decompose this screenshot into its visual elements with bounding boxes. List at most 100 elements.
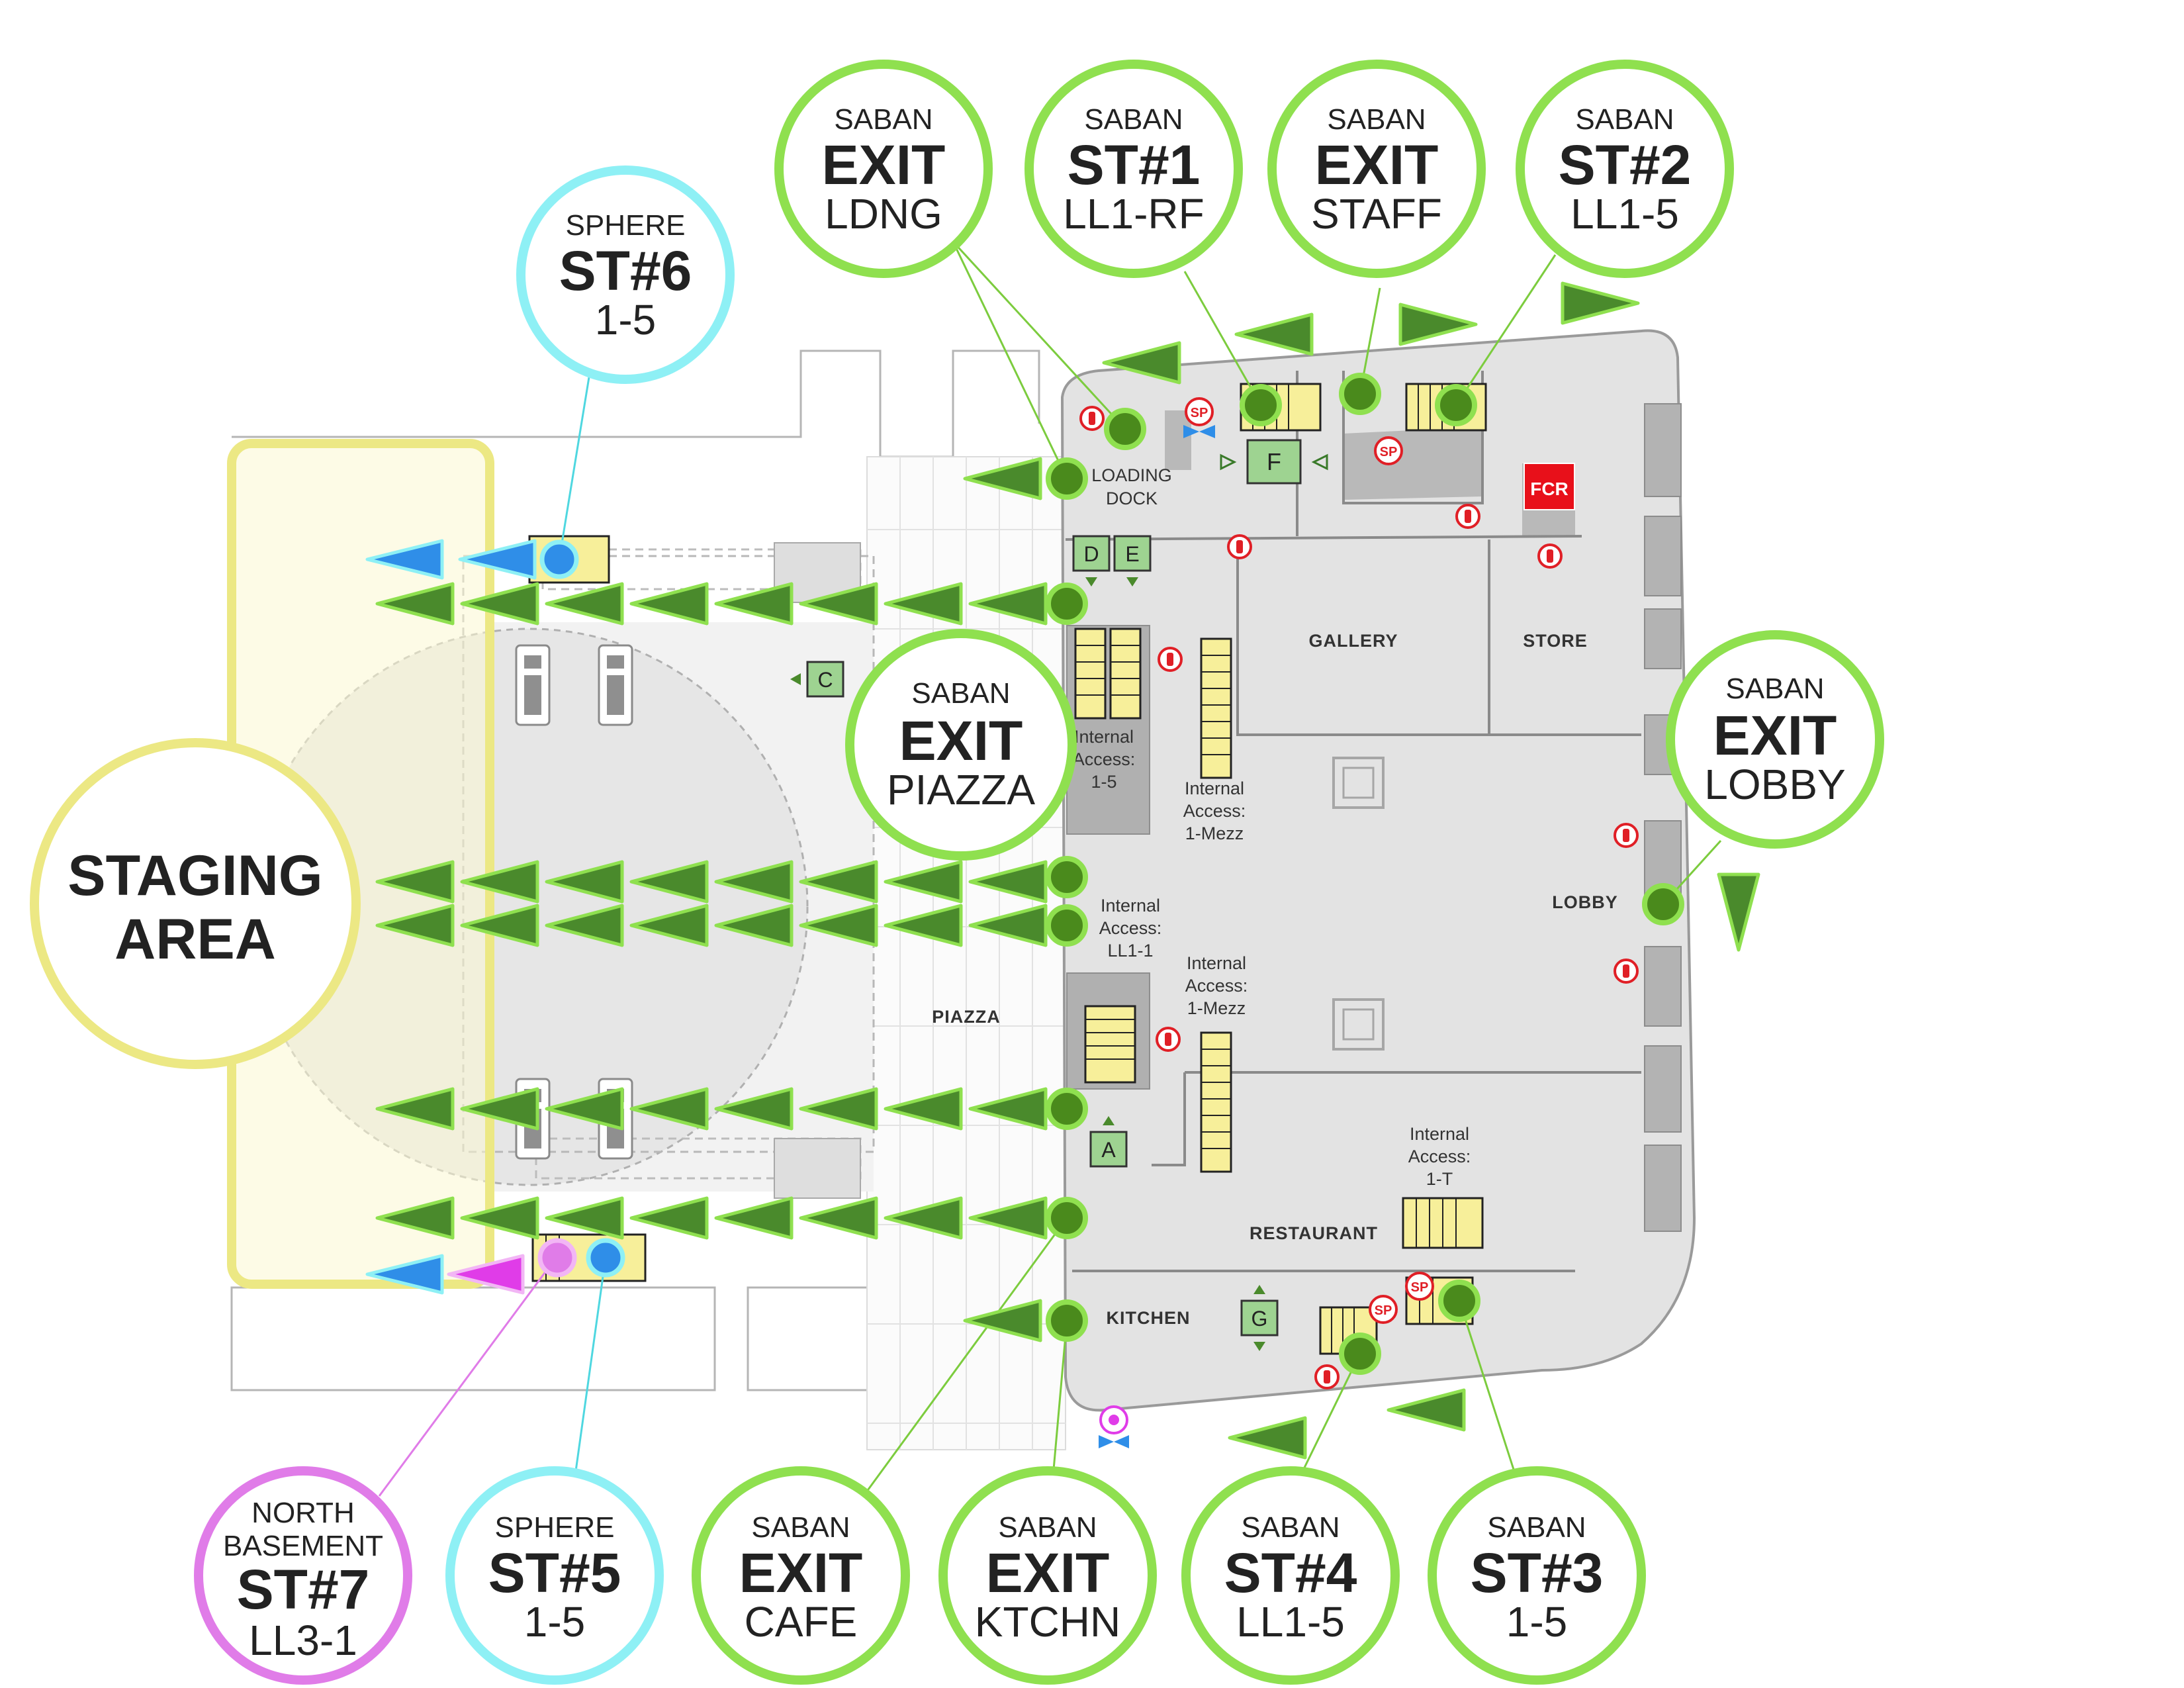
callout-saban-st2: SABAN ST#2 LL1-5	[1516, 60, 1734, 278]
exit-dot	[1642, 883, 1684, 925]
callout-saban-exit-lobby: SABAN EXIT LOBBY	[1666, 630, 1884, 849]
exit-points	[537, 373, 1684, 1375]
svg-text:SABAN: SABAN	[751, 1511, 850, 1544]
fire-extinguisher-icon	[1156, 1027, 1181, 1052]
evacuation-arrows	[365, 281, 1760, 1460]
svg-text:ST#7: ST#7	[237, 1558, 370, 1620]
svg-text:SP: SP	[1380, 445, 1398, 459]
fire-control-room: FCR	[1524, 463, 1575, 510]
elevator-markers: F D E C A G	[790, 439, 1328, 1351]
exit-dot	[1435, 384, 1477, 426]
svg-text:ST#6: ST#6	[559, 240, 692, 302]
callout-sphere-st5: SPHERE ST#5 1-5	[445, 1466, 664, 1685]
room-kitchen: KITCHEN	[1107, 1308, 1191, 1328]
marker-f: F	[1220, 439, 1328, 485]
svg-text:A: A	[1101, 1138, 1116, 1162]
room-gallery: GALLERY	[1309, 631, 1398, 651]
svg-text:SABAN: SABAN	[1327, 103, 1426, 136]
ia-mezz-top-l1: Internal	[1185, 778, 1244, 798]
svg-text:EXIT: EXIT	[986, 1542, 1110, 1604]
ia-ll1-1-l2: Access:	[1099, 918, 1162, 938]
ia-mezz-mid-l1: Internal	[1187, 953, 1246, 973]
svg-text:NORTH: NORTH	[251, 1497, 355, 1529]
svg-text:SABAN: SABAN	[998, 1511, 1097, 1544]
ia-1-5-l1: Internal	[1074, 727, 1134, 747]
room-store: STORE	[1523, 631, 1588, 651]
ia-mezz-mid-l3: 1-Mezz	[1187, 998, 1246, 1018]
exit-dot	[1339, 373, 1381, 415]
svg-text:LL1-5: LL1-5	[1236, 1598, 1345, 1646]
svg-text:G: G	[1251, 1307, 1268, 1331]
svg-text:LL1-RF: LL1-RF	[1063, 190, 1204, 238]
standpipe-icon: SP	[1369, 1295, 1398, 1324]
fire-extinguisher-icon	[1158, 647, 1183, 672]
internal-access-labels: Internal Access: 1-5 Internal Access: 1-…	[1073, 727, 1471, 1189]
svg-text:SP: SP	[1191, 406, 1208, 420]
svg-text:CAFE: CAFE	[745, 1598, 858, 1646]
leader-lines	[378, 240, 1722, 1500]
svg-text:F: F	[1267, 448, 1281, 475]
room-piazza: PIAZZA	[932, 1007, 1001, 1027]
callout-sphere-st6: SPHERE ST#6 1-5	[516, 165, 735, 384]
exit-dot	[1339, 1333, 1381, 1375]
svg-text:1-5: 1-5	[595, 296, 657, 344]
exit-dot	[1046, 457, 1088, 500]
callout-saban-exit-ktchn: SABAN EXIT KTCHN	[938, 1466, 1157, 1685]
svg-text:SABAN: SABAN	[834, 103, 933, 136]
exit-dot	[1046, 904, 1088, 947]
svg-text:EXIT: EXIT	[1315, 134, 1439, 196]
fire-extinguisher-icon	[1079, 406, 1105, 431]
svg-text:EXIT: EXIT	[899, 710, 1023, 772]
ia-1-t-l2: Access:	[1408, 1147, 1471, 1166]
ia-1-5-l2: Access:	[1073, 749, 1136, 769]
exit-dot	[1046, 583, 1088, 625]
staging-area-callout: STAGING AREA	[30, 738, 361, 1069]
svg-text:1-5: 1-5	[524, 1598, 586, 1646]
callout-north-basement-st7: NORTH BASEMENT ST#7 LL3-1	[194, 1466, 412, 1685]
marker-e: E	[1113, 535, 1152, 586]
ia-1-t-l3: 1-T	[1426, 1169, 1453, 1189]
staging-line2: AREA	[114, 908, 276, 971]
svg-text:LL1-5: LL1-5	[1570, 190, 1679, 238]
fire-extinguisher-icons	[1079, 406, 1639, 1389]
svg-text:LL3-1: LL3-1	[249, 1617, 357, 1664]
fire-extinguisher-icon	[1227, 534, 1252, 559]
svg-text:C: C	[817, 668, 833, 692]
svg-text:LDNG: LDNG	[825, 190, 942, 238]
svg-text:LOBBY: LOBBY	[1704, 761, 1845, 808]
ia-mezz-top-l3: 1-Mezz	[1185, 823, 1244, 843]
piazza-paving	[866, 456, 1066, 1450]
svg-text:SABAN: SABAN	[1487, 1511, 1586, 1544]
room-labels: LOADING DOCK GALLERY STORE LOBBY PIAZZA …	[932, 465, 1617, 1328]
fire-extinguisher-icon	[1455, 504, 1480, 529]
callout-saban-exit-cafe: SABAN EXIT CAFE	[692, 1466, 910, 1685]
staging-line1: STAGING	[68, 844, 322, 908]
exit-dot	[1104, 408, 1146, 450]
callout-saban-st3: SABAN ST#3 1-5	[1428, 1466, 1646, 1685]
svg-text:D: D	[1083, 542, 1099, 566]
svg-text:PIAZZA: PIAZZA	[887, 766, 1035, 814]
svg-text:ST#5: ST#5	[488, 1542, 621, 1604]
callout-saban-exit-staff: SABAN EXIT STAFF	[1267, 60, 1486, 278]
callout-saban-st4: SABAN ST#4 LL1-5	[1181, 1466, 1400, 1685]
fcr-label: FCR	[1530, 479, 1569, 499]
svg-text:SP: SP	[1375, 1303, 1392, 1318]
svg-text:SABAN: SABAN	[1241, 1511, 1340, 1544]
ia-mezz-top-l2: Access:	[1183, 801, 1246, 821]
svg-text:ST#2: ST#2	[1559, 134, 1692, 196]
marker-c: C	[790, 661, 844, 698]
svg-text:SPHERE: SPHERE	[566, 209, 686, 242]
svg-text:BASEMENT: BASEMENT	[223, 1530, 383, 1562]
callout-saban-exit-ldng: SABAN EXIT LDNG	[774, 60, 993, 278]
standpipe-icons: SP SP SP SP	[1099, 397, 1434, 1448]
basement-stair-dot	[537, 1238, 577, 1278]
svg-text:SABAN: SABAN	[1084, 103, 1183, 136]
ia-ll1-1-l1: Internal	[1101, 896, 1160, 915]
ia-ll1-1-l3: LL1-1	[1107, 941, 1153, 961]
svg-text:ST#1: ST#1	[1068, 134, 1201, 196]
marker-g: G	[1240, 1285, 1279, 1351]
exit-dot	[1046, 856, 1088, 898]
svg-text:EXIT: EXIT	[739, 1542, 863, 1604]
svg-text:E: E	[1125, 542, 1139, 566]
